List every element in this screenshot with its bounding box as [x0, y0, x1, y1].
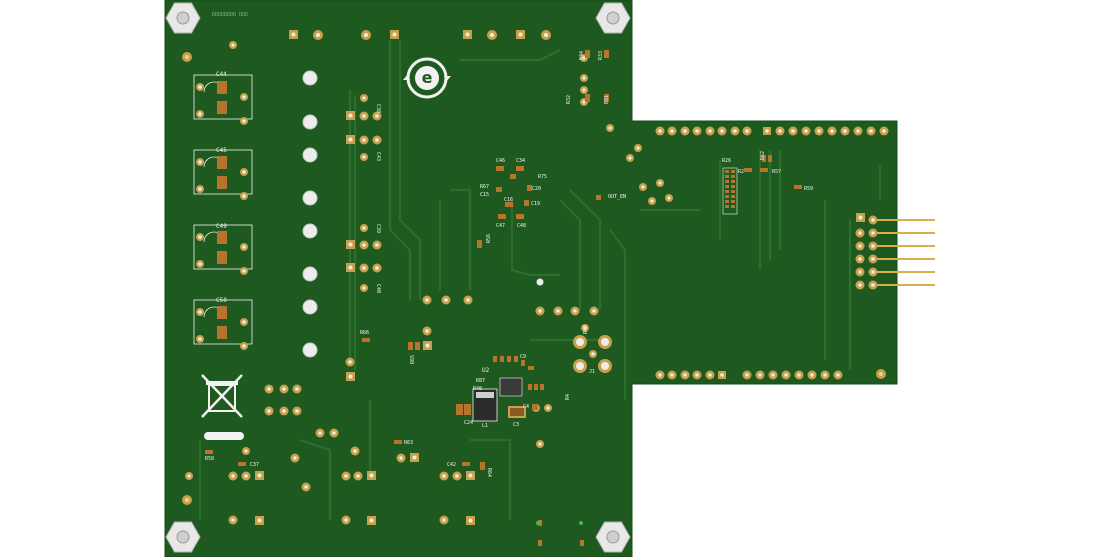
label-c45: C45	[216, 147, 227, 154]
label-c34: C34	[516, 158, 525, 164]
left-capacitor-footprints: C44 C45 C49	[193, 71, 253, 350]
label-r65: R65	[410, 355, 416, 364]
pcb-outline	[164, 0, 898, 557]
label-l1: L1	[482, 423, 488, 429]
label-c15: C15	[480, 192, 489, 198]
label-u2: U2	[482, 367, 490, 374]
label-c47: C47	[496, 223, 505, 229]
silkscreen-labels: C38 C43 C39 C40 R66 R65 R58 C37 R63 C42 …	[205, 51, 813, 477]
label-r48: R48	[473, 386, 482, 392]
label-out-en: OUT_EN	[608, 194, 626, 200]
smd-parts	[205, 50, 802, 546]
label-r2: R2	[738, 169, 744, 175]
label-r62: R62	[760, 151, 766, 160]
right-top-pad-row	[655, 126, 889, 136]
label-c44: C44	[216, 71, 227, 78]
mounting-holes	[165, 2, 631, 553]
resistor-array	[722, 167, 738, 215]
j1-connector	[573, 335, 612, 373]
label-c39: C39	[375, 224, 381, 233]
right-bottom-pad-row	[655, 370, 843, 380]
label-c16: C16	[504, 197, 513, 203]
label-c24: C24	[464, 420, 473, 426]
label-r34: R34	[579, 51, 585, 60]
weee-bar	[204, 432, 244, 440]
label-r64: R64	[486, 468, 492, 477]
led-indicator	[579, 521, 583, 525]
label-c42: C42	[447, 462, 456, 468]
label-c43: C43	[375, 152, 381, 161]
label-r58: R58	[205, 456, 214, 462]
label-r67: R67	[480, 184, 489, 190]
crossed-out-bin-icon	[201, 374, 243, 418]
label-c37: C37	[250, 462, 259, 468]
label-r57: R57	[772, 169, 781, 175]
label-c38: C38	[375, 104, 381, 113]
label-r32: R32	[566, 95, 572, 104]
e-cycle-logo-icon: e	[403, 57, 451, 99]
board-top-text: DDDDDDDD DDD	[212, 12, 248, 18]
label-r26: R26	[722, 158, 731, 164]
led-indicator	[536, 521, 540, 525]
label-r75: R75	[538, 174, 547, 180]
label-r49: R49	[583, 325, 589, 334]
label-r63: R63	[404, 440, 413, 446]
label-c48: C48	[517, 223, 526, 229]
through-hole-pads	[185, 30, 673, 525]
label-r4: R4	[565, 394, 571, 400]
label-r56: R56	[486, 234, 492, 243]
label-j1: J1	[589, 369, 595, 375]
label-c19: C19	[531, 201, 540, 207]
label-r66: R66	[360, 330, 369, 336]
label-c50: C50	[216, 297, 227, 304]
copper-traces	[198, 40, 882, 520]
label-r31: R31	[604, 95, 610, 104]
label-c20: C20	[532, 186, 541, 192]
label-c4: C4	[523, 404, 529, 410]
label-c3: C3	[513, 422, 519, 428]
label-r87: R87	[476, 378, 485, 384]
right-angle-header	[855, 213, 935, 290]
label-c9: C9	[520, 354, 526, 360]
regulator-section	[456, 356, 544, 422]
label-r33: R33	[598, 51, 604, 60]
label-c49: C49	[216, 223, 227, 230]
label-c40: C40	[375, 284, 381, 293]
label-r59: R59	[804, 186, 813, 192]
svg-text:e: e	[422, 68, 433, 87]
large-holes-column	[302, 70, 318, 358]
label-c46: C46	[496, 158, 505, 164]
fiducials	[182, 52, 886, 505]
